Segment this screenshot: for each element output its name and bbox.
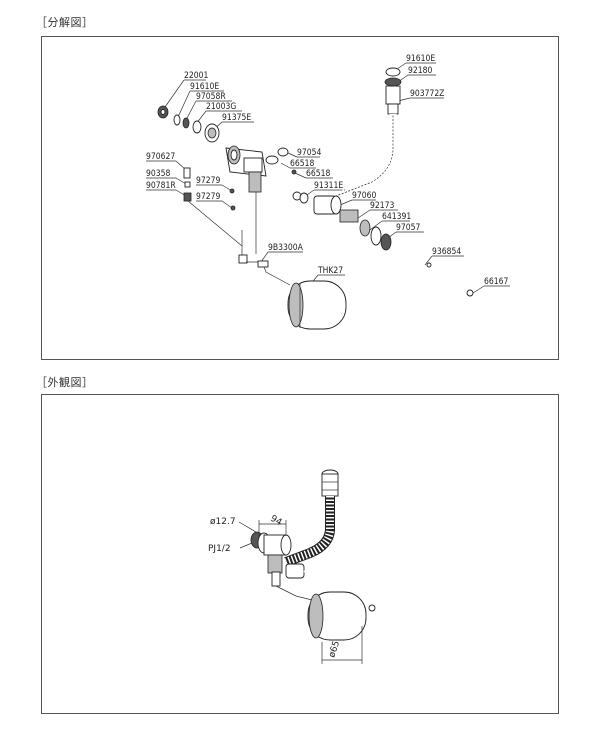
part-641391: 641391	[382, 212, 411, 222]
valve-outlet-parts	[299, 192, 474, 297]
part-91311E: 91311E	[314, 181, 343, 191]
part-97054: 97054	[297, 148, 321, 158]
part-91610E-hose: 91610E	[406, 54, 435, 64]
part-91375E: 91375E	[222, 113, 251, 123]
dimension-phi-12-7: ø12.7	[210, 517, 236, 527]
part-92180: 92180	[408, 66, 432, 76]
part-903772Z: 903772Z	[410, 89, 444, 99]
part-970627: 970627	[146, 152, 175, 162]
part-9B3300A: 9B3300A	[268, 243, 304, 253]
exploded-view-title: ［分解図］	[36, 16, 94, 29]
part-97060: 97060	[352, 191, 376, 201]
exterior-view-title: ［外観図］	[36, 376, 94, 389]
part-936854: 936854	[432, 247, 461, 257]
part-22001: 22001	[184, 71, 208, 81]
part-97279-a: 97279	[196, 176, 220, 186]
valve-body	[225, 145, 302, 254]
part-66167: 66167	[484, 277, 508, 287]
part-21003G: 21003G	[206, 102, 236, 112]
float-ball	[287, 280, 347, 330]
part-90358: 90358	[146, 169, 170, 179]
exterior-hose	[284, 469, 339, 567]
part-66518-a: 66518	[290, 159, 314, 169]
part-91610E: 91610E	[190, 82, 219, 92]
dimension-phi-65: ø65	[327, 640, 342, 659]
part-97057: 97057	[396, 223, 420, 233]
part-90781R: 90781R	[146, 181, 176, 191]
part-THK27: THK27	[317, 266, 343, 276]
dimension-lines	[238, 520, 363, 664]
part-97058R: 97058R	[196, 92, 226, 102]
flexible-hose	[334, 67, 402, 200]
part-97279-b: 97279	[196, 192, 220, 202]
part-labels: 22001 91610E 97058R 21003G 91375E 970627…	[146, 54, 508, 287]
part-92173: 92173	[370, 201, 394, 211]
exterior-drawing: ø12.7 PJ1/2 94 ø65	[208, 469, 376, 664]
float-arm	[183, 167, 291, 286]
part-66518-b: 66518	[306, 169, 330, 179]
exploded-drawing: 22001 91610E 97058R 21003G 91375E 970627…	[146, 54, 510, 330]
exterior-float	[307, 591, 367, 641]
dimension-pj-1-2: PJ1/2	[208, 544, 231, 554]
inlet-nut-parts	[157, 105, 220, 143]
dimension-94: 94	[269, 514, 284, 528]
